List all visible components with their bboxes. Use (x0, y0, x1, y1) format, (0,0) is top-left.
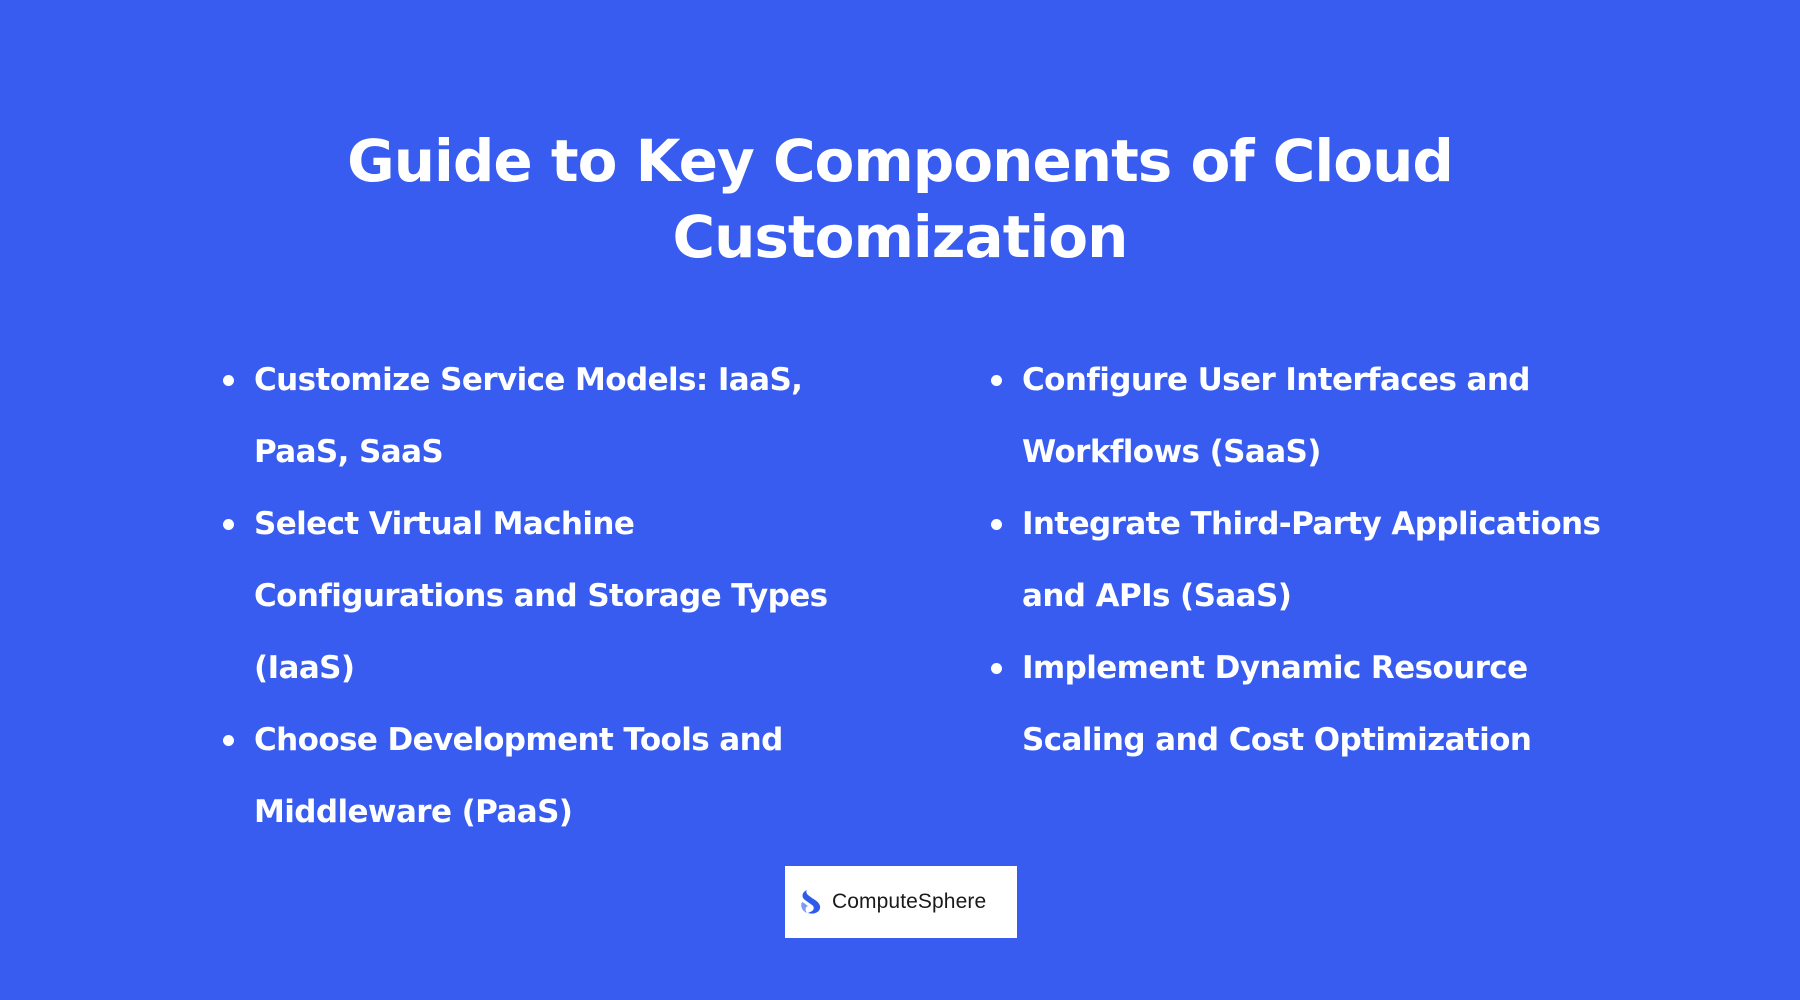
list-item: Integrate Third-Party Applications and A… (988, 488, 1628, 632)
computesphere-logo-icon (801, 890, 821, 914)
brand-name: ComputeSphere (832, 890, 987, 913)
bullet-dot-icon (991, 519, 1002, 530)
bullet-dot-icon (991, 663, 1002, 674)
bullet-dot-icon (991, 375, 1002, 386)
brand-logo: ComputeSphere (785, 866, 1017, 938)
right-bullet-list: Configure User Interfaces and Workflows … (988, 344, 1628, 776)
bullet-dot-icon (223, 375, 234, 386)
page-title-line-2: Customization (672, 203, 1129, 271)
list-item-text: Integrate Third-Party Applications and A… (1022, 506, 1601, 614)
list-item-text: Choose Development Tools and Middleware … (254, 722, 783, 830)
left-bullet-list: Customize Service Models: IaaS, PaaS, Sa… (220, 344, 860, 848)
list-item: Select Virtual Machine Configurations an… (220, 488, 860, 704)
list-item: Customize Service Models: IaaS, PaaS, Sa… (220, 344, 860, 488)
list-item-text: Implement Dynamic Resource Scaling and C… (1022, 650, 1532, 758)
list-item-text: Select Virtual Machine Configurations an… (254, 506, 828, 686)
list-item: Choose Development Tools and Middleware … (220, 704, 860, 848)
bullet-dot-icon (223, 519, 234, 530)
list-item: Configure User Interfaces and Workflows … (988, 344, 1628, 488)
page-title: Guide to Key Components of Cloud Customi… (0, 123, 1800, 275)
list-item-text: Customize Service Models: IaaS, PaaS, Sa… (254, 362, 803, 470)
list-item: Implement Dynamic Resource Scaling and C… (988, 632, 1628, 776)
page-title-line-1: Guide to Key Components of Cloud (347, 127, 1454, 195)
list-item-text: Configure User Interfaces and Workflows … (1022, 362, 1530, 470)
bullet-dot-icon (223, 735, 234, 746)
